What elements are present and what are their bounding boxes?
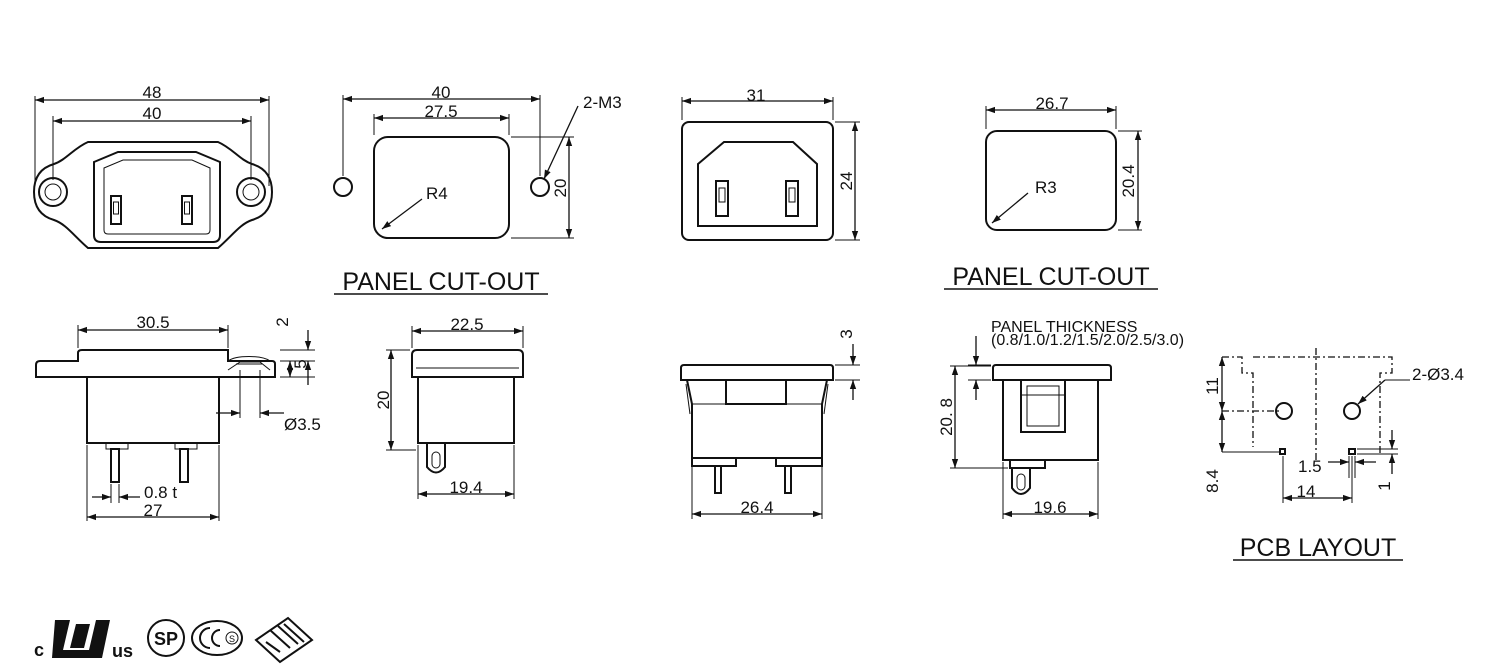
dim-diameter-3-5: Ø3.5	[284, 415, 321, 434]
ul-mark-icon: c us	[34, 620, 133, 661]
socket-b-front-view: 31 24	[681, 86, 860, 241]
socket-b-side-view: 3 26.4	[680, 329, 860, 519]
enec-mark-icon	[254, 616, 314, 664]
certification-marks: c us SP S	[34, 616, 314, 664]
dim-40: 40	[143, 104, 162, 123]
dim-0-8t: 0.8 t	[144, 483, 177, 502]
dim-1: 1	[1375, 481, 1394, 490]
ul-c-letter: c	[34, 640, 44, 660]
dim-27-5: 27.5	[424, 102, 457, 121]
ccc-s-letter: S	[229, 634, 235, 644]
panel-cutout-a: 40 27.5 2-M3 R4 20 PANEL CUT-OUT	[333, 83, 622, 296]
pcb-layout: 11 8.4 2-Ø3.4 14 1.5 1 PCB LAYOUT	[1203, 348, 1464, 562]
socket-a-side-view: 30.5 2 5 Ø3.5 0.8 t 27	[35, 313, 321, 521]
dim-19-4: 19.4	[449, 478, 482, 497]
dim-3: 3	[837, 329, 856, 338]
panel-thickness-values: (0.8/1.0/1.2/1.5/2.0/2.5/3.0)	[991, 332, 1184, 349]
dim-r3: R3	[1035, 178, 1057, 197]
dim-22-5: 22.5	[450, 315, 483, 334]
dim-2: 2	[273, 317, 292, 326]
dim-26-4: 26.4	[740, 498, 773, 517]
dim-19-6: 19.6	[1033, 498, 1066, 517]
csa-mark-icon: SP	[147, 619, 185, 657]
socket-a-end-view: 22.5 20 19.4	[374, 315, 524, 499]
dim-26-7: 26.7	[1035, 94, 1068, 113]
ccc-mark-icon: S	[191, 620, 243, 656]
dim-1-5: 1.5	[1298, 457, 1322, 476]
dim-48: 48	[143, 83, 162, 102]
socket-a-front-view: 48 40	[32, 83, 274, 249]
panel-cutout-b: 26.7 R3 20.4 PANEL CUT-OUT	[944, 94, 1158, 291]
dim-14: 14	[1297, 482, 1316, 501]
dim-20: 20	[374, 391, 393, 410]
dim-2-diameter-3-4: 2-Ø3.4	[1412, 365, 1464, 384]
dim-31: 31	[747, 86, 766, 105]
dim-30-5: 30.5	[136, 313, 169, 332]
panel-cutout-title-b: PANEL CUT-OUT	[952, 263, 1149, 291]
dim-20: 20	[551, 179, 570, 198]
socket-b-end-view: PANEL THICKNESS (0.8/1.0/1.2/1.5/2.0/2.5…	[937, 319, 1184, 519]
panel-cutout-title-a: PANEL CUT-OUT	[342, 268, 539, 296]
dim-20-8: 20. 8	[937, 398, 956, 436]
dim-40: 40	[432, 83, 451, 102]
dim-27: 27	[144, 501, 163, 520]
panel-thickness-label: PANEL THICKNESS	[991, 319, 1137, 336]
dim-r4: R4	[426, 184, 448, 203]
csa-letters: SP	[154, 629, 178, 649]
dim-11: 11	[1203, 377, 1222, 395]
dim-5: 5	[291, 359, 310, 368]
ul-us-letters: us	[112, 641, 133, 661]
dim-24: 24	[837, 172, 856, 191]
pcb-layout-title: PCB LAYOUT	[1240, 534, 1397, 562]
dim-8-4: 8.4	[1203, 469, 1222, 493]
dim-20-4: 20.4	[1119, 164, 1138, 197]
dim-2-m3: 2-M3	[583, 93, 622, 112]
